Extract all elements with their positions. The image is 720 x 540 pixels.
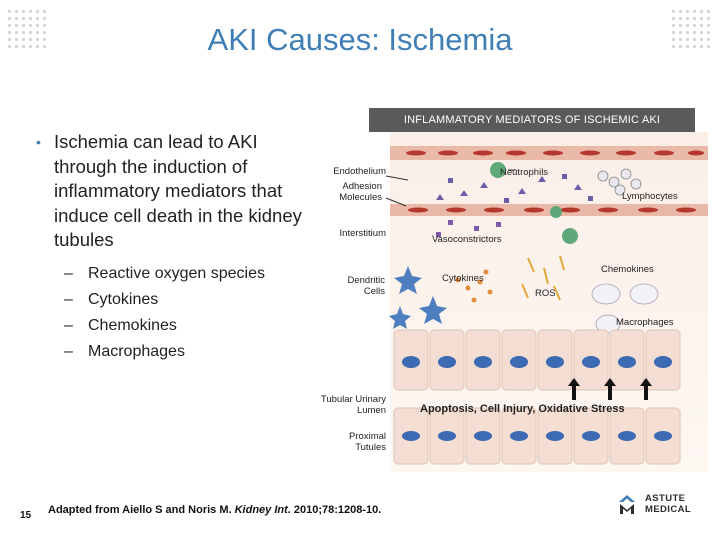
slide-title: AKI Causes: Ischemia (207, 22, 513, 57)
page-number: 15 (20, 510, 32, 521)
dash-marker: – (64, 264, 73, 282)
adhesion-molecules-label: Adhesion Molecules (339, 181, 382, 203)
tubular-nuclei (402, 356, 672, 368)
logo-text: ASTUTE MEDICAL (645, 493, 691, 515)
ischemic-aki-illustration (385, 132, 708, 472)
sub-bullet: –Cytokines (64, 287, 306, 313)
bullet-list: • Ischemia can lead to AKI through the i… (36, 130, 306, 365)
main-bullet-text: Ischemia can lead to AKI through the ind… (54, 131, 302, 250)
dash-marker: – (64, 316, 73, 334)
sub-bullet: –Reactive oxygen species (64, 261, 306, 287)
endothelium-label: Endothelium (333, 166, 386, 177)
neutrophils-label: Neutrophils (500, 167, 549, 178)
citation-prefix: Adapted from Aiello S and Noris M. (48, 504, 235, 516)
label-pointer-arrows (385, 169, 516, 207)
cytokine-markers (455, 269, 493, 303)
dash-marker: – (64, 290, 73, 308)
main-bullet: • Ischemia can lead to AKI through the i… (36, 130, 306, 253)
proximal-tubules-label: Proximal Tutules (349, 431, 386, 453)
sub-bullet-text: Chemokines (88, 316, 177, 334)
cytokines-label: Cytokines (442, 273, 484, 284)
apoptosis-label: Apoptosis, Cell Injury, Oxidative Stress (420, 403, 625, 415)
citation-journal: Kidney Int (234, 504, 288, 516)
adhesion-molecule-markers (436, 174, 593, 203)
bullet-dot: • (36, 134, 41, 150)
sub-bullet-text: Reactive oxygen species (88, 264, 265, 282)
decorative-dots-right (670, 8, 714, 50)
ros-markers (521, 255, 565, 301)
injury-arrows (568, 378, 652, 400)
sub-bullet: –Macrophages (64, 339, 306, 365)
lymphocytes-label: Lymphocytes (622, 191, 678, 202)
diagram-header: INFLAMMATORY MEDIATORS OF ISCHEMIC AKI (369, 108, 695, 132)
vasoconstrictor-markers (436, 220, 501, 237)
citation: Adapted from Aiello S and Noris M. Kidne… (48, 504, 381, 516)
endothelial-cells-bottom (408, 207, 696, 213)
dendritic-cell-shapes (389, 266, 447, 329)
vasoconstrictors-label: Vasoconstrictors (432, 234, 502, 245)
logo-line1: ASTUTE (645, 493, 686, 504)
interstitium-label: Interstitium (339, 228, 386, 239)
macrophages-label: Macrophages (616, 317, 674, 328)
astute-logo-icon (619, 495, 635, 514)
endothelium-layer-bottom (390, 204, 708, 216)
citation-suffix: . 2010;78:1208-10. (287, 504, 382, 516)
ros-label: ROS (535, 288, 556, 299)
neutrophil-cells (490, 162, 578, 244)
sub-bullet: –Chemokines (64, 313, 306, 339)
dash-marker: – (64, 342, 73, 360)
sub-bullet-text: Cytokines (88, 290, 159, 308)
tubular-lumen-label: Tubular Urinary Lumen (320, 394, 386, 416)
decorative-dots-left (6, 8, 50, 50)
sub-bullet-text: Macrophages (88, 342, 185, 360)
lymphocyte-cells (597, 168, 642, 196)
endothelial-cells-top (406, 150, 704, 156)
proximal-tubule-nuclei (402, 431, 672, 441)
sub-bullet-list: –Reactive oxygen species –Cytokines –Che… (64, 261, 306, 365)
chemokines-label: Chemokines (601, 264, 654, 275)
dendritic-cells-label: Dendritic Cells (347, 275, 386, 297)
logo-line2: MEDICAL (645, 504, 692, 515)
astute-medical-logo: ASTUTE MEDICAL (617, 492, 691, 516)
